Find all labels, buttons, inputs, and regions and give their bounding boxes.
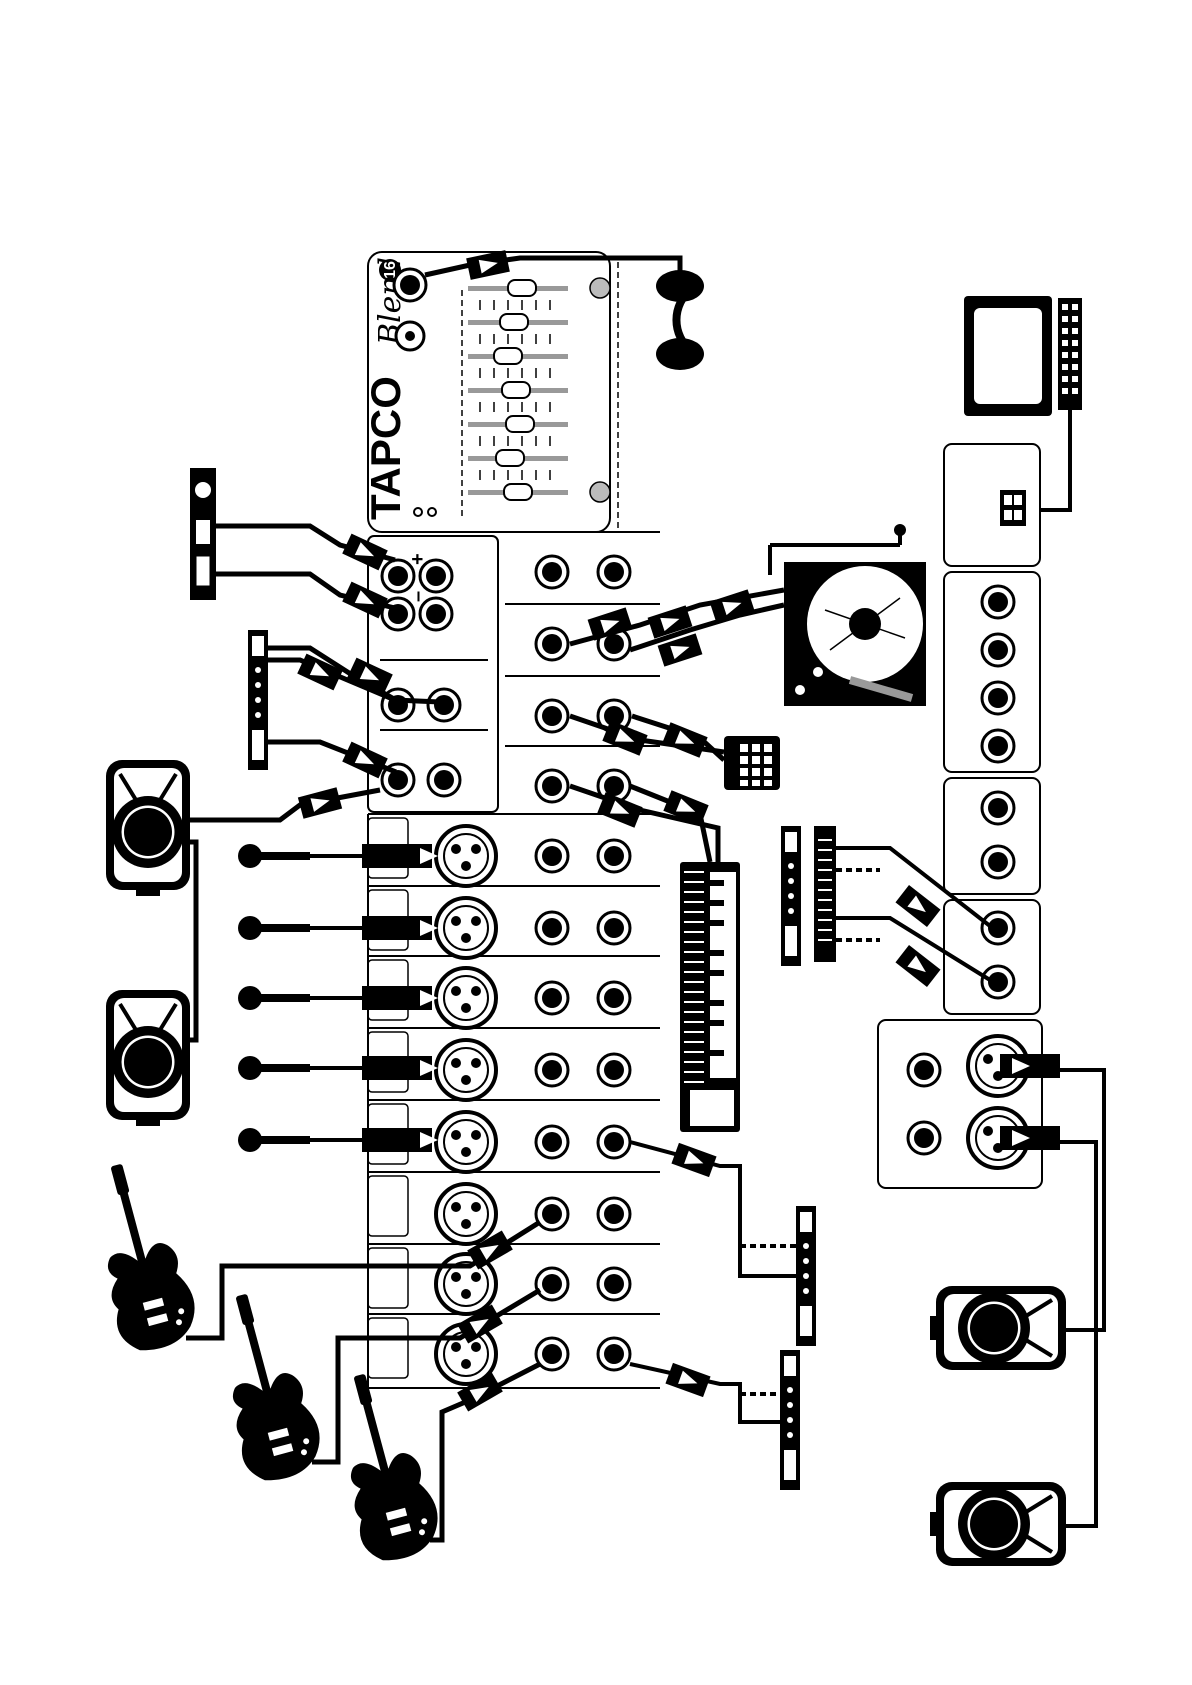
line-jack[interactable] [536,1338,568,1370]
xlr-input[interactable] [436,898,496,958]
fader-knob[interactable] [502,382,530,398]
rack-processor-icon [248,630,268,770]
aux-jack[interactable] [536,556,568,588]
main-out-jack[interactable] [908,1054,940,1086]
line-jack[interactable] [536,1198,568,1230]
insert-jack[interactable] [598,840,630,872]
insert-jack[interactable] [598,1054,630,1086]
turntable [570,524,926,706]
output-jack[interactable] [982,846,1014,878]
output-jack[interactable] [982,792,1014,824]
fader-knob[interactable] [504,484,532,500]
line-jack[interactable] [536,770,568,802]
output-jack[interactable] [982,682,1014,714]
rack-processor-icon [780,1350,800,1490]
synth-keyboard [570,786,740,1132]
xlr-input[interactable] [436,1184,496,1244]
microphone-icon [238,1056,368,1080]
insert-jack[interactable] [982,966,1014,998]
insert-jack[interactable] [598,1268,630,1300]
button[interactable] [590,278,610,298]
main-speaker-icon [930,1482,1066,1566]
microphone-icon [238,916,368,940]
tape-jack[interactable] [536,628,568,660]
xlr-input[interactable] [436,1112,496,1172]
insert-jack[interactable] [598,982,630,1014]
fader-knob[interactable] [496,450,524,466]
xlr-input[interactable] [436,826,496,886]
insert-jack[interactable] [598,912,630,944]
usb-port[interactable] [1000,490,1026,526]
main-speaker-icon [930,1286,1066,1370]
line-jack[interactable] [536,1268,568,1300]
computer-keyboard-icon [1058,298,1082,410]
microphone-icon [238,986,368,1010]
rack-processor-icon [781,826,801,966]
line-jack[interactable] [428,689,460,721]
mixer: TAPCO Blend 16 [362,252,660,1388]
output-jack[interactable] [982,634,1014,666]
insert-jack[interactable] [598,1126,630,1158]
fader-knob[interactable] [506,416,534,432]
insert-jack[interactable] [598,1338,630,1370]
insert-jack[interactable] [982,912,1014,944]
line-jack[interactable] [536,1126,568,1158]
xlr-input[interactable] [436,968,496,1028]
monitor-speaker-icon [106,990,190,1126]
main-out-jack[interactable] [908,1122,940,1154]
line-jack[interactable] [536,840,568,872]
minus-symbol: – [407,591,429,602]
monitor-speaker-icon [106,760,190,896]
rack-processor-icon [796,1206,816,1346]
fader-knob[interactable] [494,348,522,364]
insert-jack[interactable] [598,1198,630,1230]
line-jack[interactable] [536,912,568,944]
button[interactable] [590,482,610,502]
line-jack[interactable] [536,700,568,732]
xlr-input[interactable] [436,1040,496,1100]
line-jack[interactable] [536,982,568,1014]
line-jack[interactable] [428,764,460,796]
rack-processor-icon [814,826,836,962]
aux-jack[interactable] [598,556,630,588]
output-jack[interactable] [982,586,1014,618]
line-jack[interactable] [536,1054,568,1086]
mixer-brand: TAPCO [362,376,409,520]
microphone-icon [238,1128,368,1152]
guitar-icon [77,1155,204,1358]
fader-knob[interactable] [508,280,536,296]
microphone-icon [238,844,368,868]
channel-strips [368,814,660,1388]
main-speakers [930,1286,1066,1566]
output-jack[interactable] [982,730,1014,762]
plus-symbol: + [407,553,429,565]
headphone-jack[interactable] [394,269,426,301]
fader-knob[interactable] [500,314,528,330]
